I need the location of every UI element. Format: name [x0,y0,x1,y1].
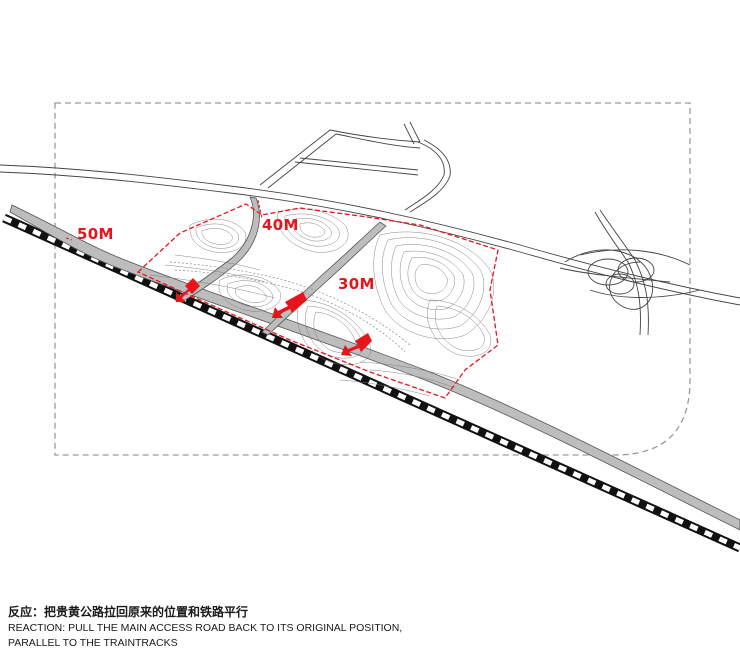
terrain-contours [149,208,494,397]
highway-interchange [559,209,701,336]
arrow-mid [272,292,307,318]
railway-track [2,213,740,553]
setback-lines [65,199,263,241]
study-area-boundary [54,102,691,456]
northern-road-network [259,121,451,213]
setback-label-30m: 30M [338,275,375,293]
arrow-west [176,278,200,302]
setback-label-50m: 50M [77,225,114,243]
caption-english-line2: PARALLEL TO THE TRAINTRACKS [8,637,178,649]
arrow-east [341,333,372,356]
road-relocation-arrows [176,278,372,356]
site-paths [169,261,411,353]
site-boundary [136,203,499,399]
caption-chinese: 反应：把贵黄公路拉回原来的位置和铁路平行 [8,605,249,619]
caption-english-line1: REACTION: PULL THE MAIN ACCESS ROAD BACK… [8,622,403,634]
setback-label-40m: 40M [262,216,299,234]
diagram-caption: 反应：把贵黄公路拉回原来的位置和铁路平行 REACTION: PULL THE … [8,604,402,651]
